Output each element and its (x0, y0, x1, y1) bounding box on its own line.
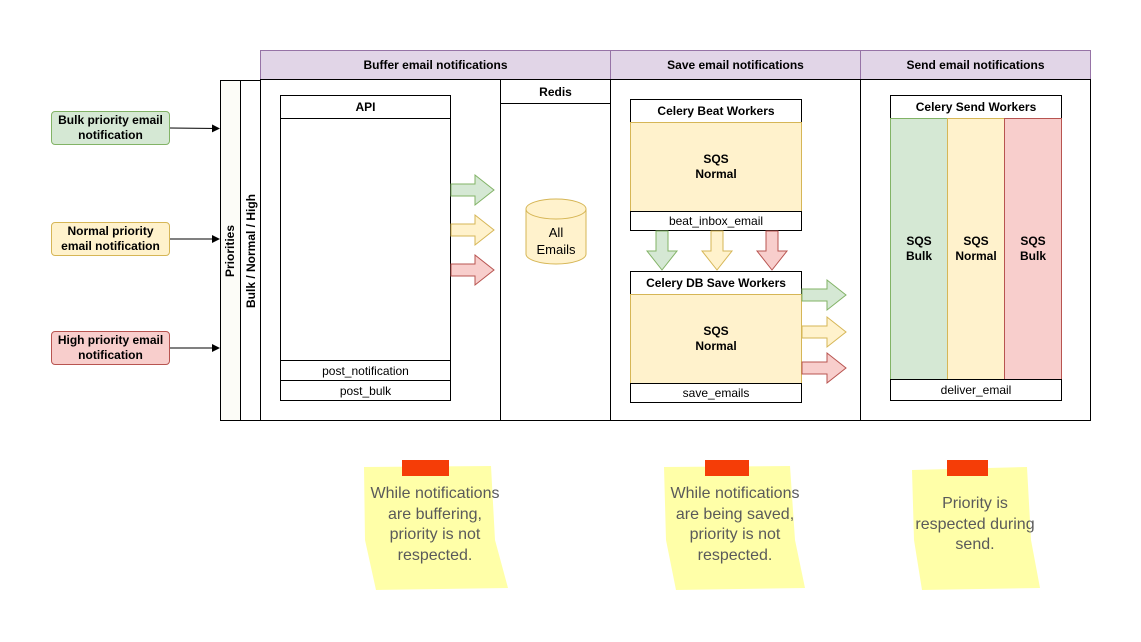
sticky-note-send (912, 460, 1040, 590)
send-queue-normal-text: SQS Normal (955, 234, 997, 263)
save-queue: SQS Normal (630, 294, 802, 384)
send-queue-high-text: SQS Bulk (1019, 234, 1046, 263)
save-to-send-high-arrow (801, 351, 847, 385)
beat-to-save-high-arrow (755, 230, 789, 271)
api-to-redis-bulk-arrow (450, 173, 495, 207)
database-label: All Emails (526, 222, 586, 260)
bulk-priority-input: Bulk priority email notification (51, 111, 170, 145)
save-task: save_emails (630, 383, 802, 403)
api-to-redis-normal-arrow (450, 213, 495, 247)
beat-queue: SQS Normal (630, 122, 802, 212)
api-title: API (280, 95, 451, 119)
send-task: deliver_email (890, 379, 1062, 401)
beat-title-text: Celery Beat Workers (657, 104, 775, 118)
header-save: Save email notifications (610, 50, 861, 80)
send-title-text: Celery Send Workers (915, 100, 1037, 114)
header-buffer-label: Buffer email notifications (363, 58, 508, 72)
database-icon (525, 198, 587, 265)
api-row-post-notification-text: post_notification (322, 363, 409, 378)
save-queue-text: SQS Normal (695, 324, 737, 353)
send-queue-normal: SQS Normal (947, 118, 1005, 380)
header-send-label: Send email notifications (906, 58, 1045, 72)
bulk-input-connector (169, 124, 220, 133)
api-row-post-bulk-text: post_bulk (339, 383, 392, 398)
note-save-text: While notifications are being saved, pri… (670, 485, 800, 564)
header-buffer: Buffer email notifications (260, 50, 611, 80)
beat-to-save-bulk-arrow (645, 230, 679, 271)
high-priority-label: High priority email notification (57, 333, 164, 362)
send-queue-bulk: SQS Bulk (890, 118, 948, 380)
api-row-post-bulk: post_bulk (280, 380, 451, 401)
save-to-send-normal-arrow (801, 315, 847, 349)
beat-queue-text: SQS Normal (695, 152, 737, 181)
tape-icon (705, 460, 749, 476)
tape-icon (402, 460, 449, 476)
api-to-redis-high-arrow (450, 253, 495, 287)
redis-title-text: Redis (539, 84, 572, 99)
normal-priority-label: Normal priority email notification (61, 224, 160, 253)
normal-priority-input: Normal priority email notification (51, 222, 170, 256)
note-buffer-text: While notifications are buffering, prior… (370, 485, 500, 564)
buffer-divider (500, 79, 501, 421)
save-to-send-bulk-arrow (801, 278, 847, 312)
tape-icon (947, 460, 988, 476)
beat-task-text: beat_inbox_email (668, 214, 764, 228)
note-send-text: Priority is respected during send. (915, 495, 1035, 554)
note-save: While notifications are being saved, pri… (662, 483, 808, 567)
header-save-label: Save email notifications (667, 58, 804, 72)
sticky-note-save (664, 460, 805, 590)
send-queue-bulk-text: SQS Bulk (905, 234, 932, 263)
save-title-text: Celery DB Save Workers (646, 276, 786, 290)
sticky-note-buffer (364, 460, 508, 590)
redis-title: Redis (500, 80, 611, 104)
api-title-text: API (355, 100, 376, 114)
note-send: Priority is respected during send. (905, 493, 1045, 557)
beat-to-save-normal-arrow (700, 230, 734, 271)
bulk-priority-label: Bulk priority email notification (58, 113, 163, 142)
note-buffer: While notifications are buffering, prior… (362, 483, 508, 567)
api-box (280, 95, 451, 401)
save-task-text: save_emails (682, 386, 750, 400)
high-priority-input: High priority email notification (51, 331, 170, 365)
send-task-text: deliver_email (940, 383, 1012, 397)
save-title: Celery DB Save Workers (630, 271, 802, 295)
database-label-text: All Emails (536, 225, 576, 257)
